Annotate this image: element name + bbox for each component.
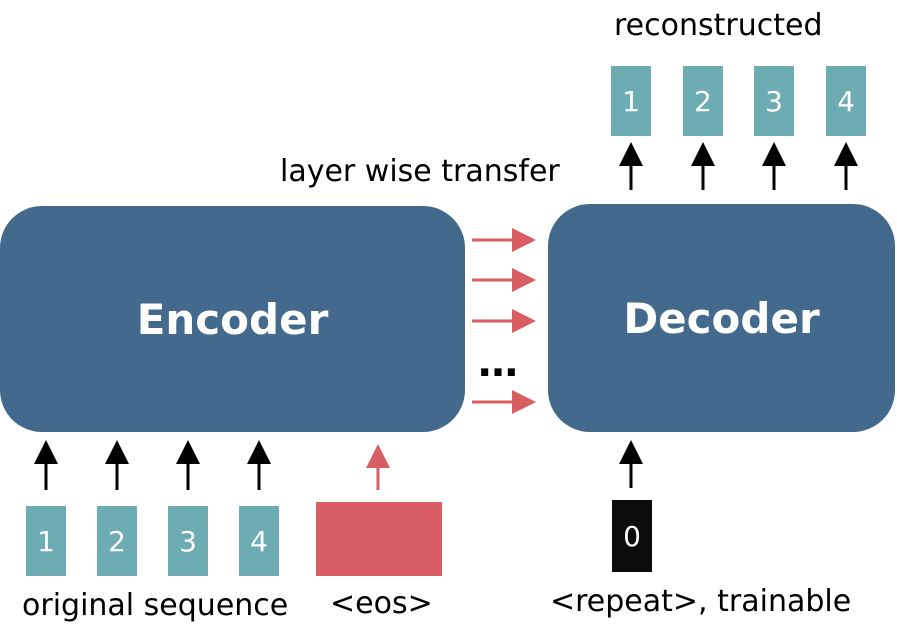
- output-token: 2: [683, 66, 723, 136]
- repeat-label: <repeat>, trainable: [550, 584, 852, 619]
- ellipsis: …: [478, 340, 518, 386]
- input-token: 4: [239, 506, 279, 576]
- output-token: 3: [754, 66, 794, 136]
- input-token: 3: [168, 506, 208, 576]
- original-sequence-label: original sequence: [22, 588, 289, 623]
- repeat-token: 0: [612, 500, 652, 572]
- encoder-block: Encoder: [0, 206, 465, 432]
- decoder-block: Decoder: [548, 204, 895, 432]
- transfer-label: layer wise transfer: [280, 154, 560, 189]
- input-token: 2: [97, 506, 137, 576]
- decoder-label: Decoder: [623, 293, 820, 343]
- output-token: 4: [826, 66, 866, 136]
- input-token: 1: [26, 506, 66, 576]
- encoder-label: Encoder: [136, 294, 329, 344]
- eos-token: [316, 502, 442, 576]
- eos-label: <eos>: [330, 586, 433, 621]
- output-token: 1: [611, 66, 651, 136]
- reconstructed-label: reconstructed: [614, 8, 823, 43]
